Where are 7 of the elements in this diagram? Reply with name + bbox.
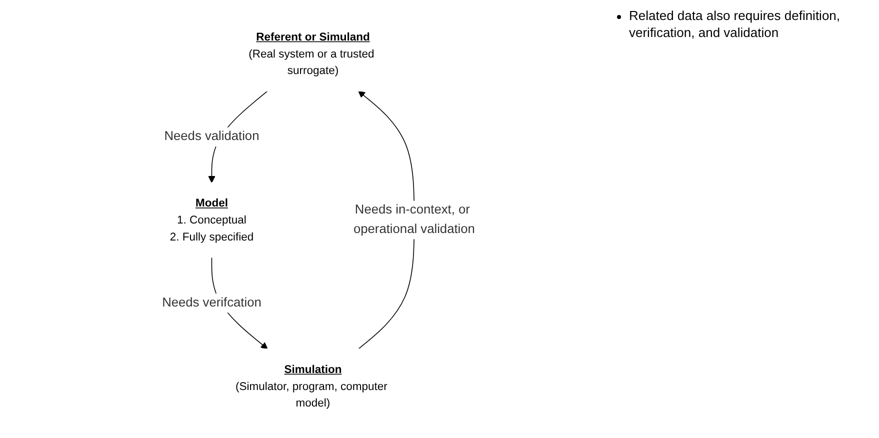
node-text: Model 1. Conceptual 2. Fully specified	[170, 196, 254, 243]
edge-label: Needs verifcation	[162, 296, 262, 310]
edge-label: Needs in-context, or operational validation	[353, 203, 475, 236]
node-text: Simulation (Simulator, program, computer model)	[235, 362, 388, 410]
edge-label: Needs validation	[164, 130, 260, 144]
node-text: Referent or Simuland (Real system or a trusted surrogate)	[248, 30, 374, 77]
note-text: Related data also requires definition, verification, and validation	[629, 8, 840, 40]
